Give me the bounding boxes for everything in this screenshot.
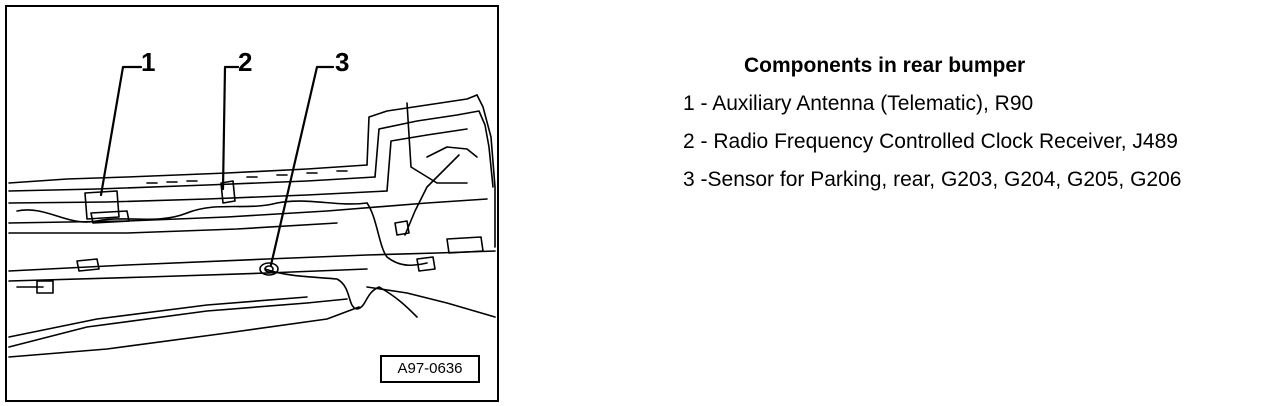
legend-item: 1 - Auxiliary Antenna (Telematic), R90 — [683, 92, 1033, 116]
callout-2: 2 — [238, 47, 253, 77]
bumper-drawing — [8, 65, 496, 358]
figure-id-label: A97-0636 — [380, 355, 480, 383]
legend-title: Components in rear bumper — [744, 54, 1026, 77]
legend-item-separator: - — [694, 168, 708, 191]
legend-item: 3 -Sensor for Parking, rear, G203, G204,… — [683, 168, 1181, 192]
bumper-illustration: 1 2 3 A97-0636 — [5, 5, 499, 402]
legend-item-number: 1 — [683, 92, 695, 115]
callout-1: 1 — [141, 47, 156, 77]
legend-item-text: Radio Frequency Controlled Clock Receive… — [713, 130, 1178, 153]
callout-3: 3 — [335, 47, 350, 77]
legend-item-separator: - — [694, 92, 713, 115]
legend-item: 2 - Radio Frequency Controlled Clock Rec… — [683, 130, 1178, 154]
legend-item-number: 2 — [683, 130, 695, 153]
legend-item-text: Auxiliary Antenna (Telematic), R90 — [712, 92, 1034, 115]
legend-item-text: Sensor for Parking, rear, G203, G204, G2… — [707, 168, 1182, 191]
legend-item-number: 3 — [683, 168, 695, 191]
legend-item-separator: - — [694, 130, 714, 153]
